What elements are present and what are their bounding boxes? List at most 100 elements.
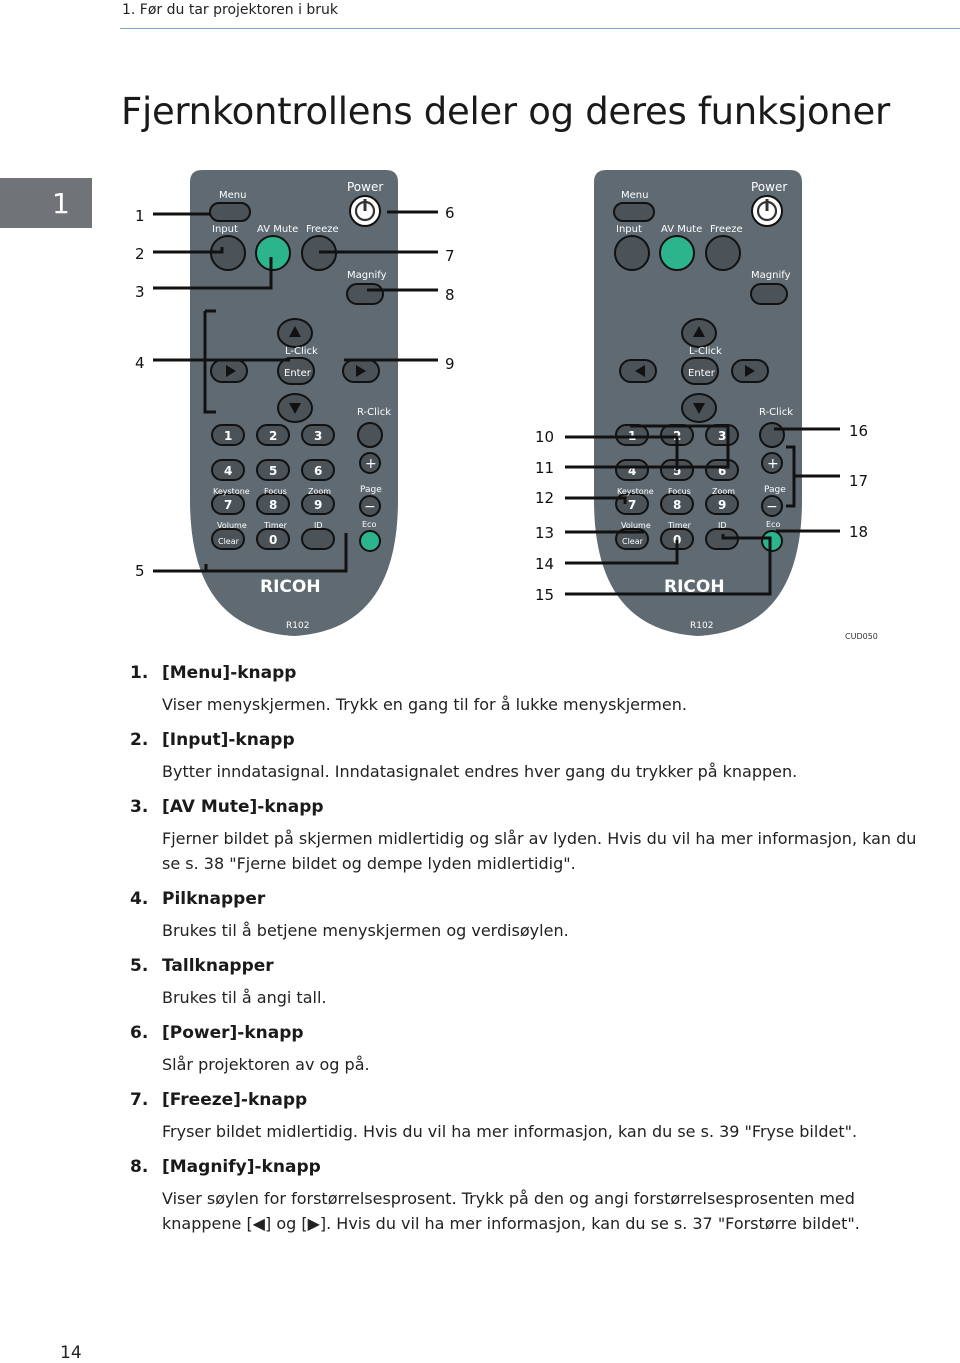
callout-15: 15 [535, 586, 554, 604]
volume-label: Volume [217, 521, 247, 530]
input-label: Input [212, 224, 238, 235]
svg-text:Eco: Eco [766, 520, 780, 529]
svg-text:Freeze: Freeze [710, 224, 743, 235]
power-label: Power [347, 180, 383, 194]
key-8: 8 [269, 498, 277, 512]
enter-label: Enter [284, 368, 312, 379]
id-label: ID [314, 521, 323, 530]
svg-text:Volume: Volume [621, 521, 651, 530]
item-number: 4. [130, 889, 149, 909]
key-1: 1 [224, 429, 232, 443]
callout-13: 13 [535, 524, 554, 542]
remote-left: Menu Power Input AV Mute Freeze Magnify … [190, 170, 398, 636]
magnify-label: Magnify [347, 270, 387, 281]
list-item: 7.[Freeze]-knapp Fryser bildet midlertid… [130, 1087, 930, 1144]
item-number: 2. [130, 730, 149, 750]
svg-text:Input: Input [616, 224, 642, 235]
item-description: Viser menyskjermen. Trykk en gang til fo… [162, 695, 687, 714]
header-divider [120, 28, 960, 29]
callout-8: 8 [445, 286, 455, 304]
key-5: 5 [269, 464, 277, 478]
brand-logo: RICOH [260, 577, 321, 597]
key-6: 6 [314, 464, 322, 478]
zoom-label: Zoom [308, 487, 331, 496]
remote-control-figure: Menu Power Input AV Mute Freeze Magnify … [0, 160, 960, 650]
item-title: Pilknapper [162, 889, 266, 909]
item-description: Brukes til å angi tall. [162, 988, 327, 1007]
callout-2: 2 [135, 245, 145, 263]
svg-text:3: 3 [718, 429, 726, 443]
key-4: 4 [224, 464, 232, 478]
rclick-label: R-Click [357, 407, 391, 418]
svg-text:Enter: Enter [688, 368, 716, 379]
item-number: 6. [130, 1023, 149, 1043]
item-description: Viser søylen for forstørrelsesprosent. T… [162, 1189, 860, 1233]
svg-text:Power: Power [751, 180, 787, 194]
svg-text:RICOH: RICOH [664, 577, 725, 597]
key-3: 3 [314, 429, 322, 443]
menu-label: Menu [219, 190, 246, 201]
svg-text:7: 7 [628, 498, 636, 512]
list-item: 3. [AV Mute]-knapp Fjerner bildet på skje… [130, 794, 930, 876]
item-number: 5. [130, 956, 149, 976]
svg-text:Magnify: Magnify [751, 270, 791, 281]
lclick-label: L-Click [285, 346, 318, 357]
list-item: 8.[Magnify]-knapp Viser søylen for forst… [130, 1154, 930, 1236]
callout-6: 6 [445, 204, 455, 222]
svg-text:Menu: Menu [621, 190, 648, 201]
freeze-label: Freeze [306, 224, 339, 235]
item-number: 3. [130, 797, 149, 817]
figure-code: CUD050 [845, 632, 878, 641]
callout-1: 1 [135, 207, 145, 225]
page-title: Fjernkontrollens deler og deres funksjon… [121, 90, 890, 133]
svg-text:Keystone: Keystone [617, 487, 654, 496]
item-title: [AV Mute]-knapp [162, 797, 324, 817]
item-description: Fjerner bildet på skjermen midlertidig o… [162, 829, 917, 873]
svg-text:Zoom: Zoom [712, 487, 735, 496]
item-description: Slår projektoren av og på. [162, 1055, 370, 1074]
item-title: Tallknapper [162, 956, 274, 976]
list-item: 6. [Power]-knapp Slår projektoren av og p… [130, 1020, 930, 1077]
callout-16: 16 [849, 422, 868, 440]
item-list: 1. [Menu]-knapp Viser menyskjermen. Trykk… [130, 660, 930, 1246]
callout-5: 5 [135, 562, 145, 580]
callout-18: 18 [849, 523, 868, 541]
avmute-label: AV Mute [257, 224, 298, 235]
item-number: 8. [130, 1157, 149, 1177]
list-item: 5. Tallknapper Brukes til å angi tall. [130, 953, 930, 1010]
svg-text:Clear: Clear [622, 537, 644, 546]
callout-3: 3 [135, 283, 145, 301]
list-item: 4. Pilknapper Brukes til å betjene menysk… [130, 886, 930, 943]
svg-text:9: 9 [718, 498, 726, 512]
svg-text:Page: Page [764, 485, 786, 495]
svg-text:5: 5 [673, 464, 681, 478]
item-description: Brukes til å betjene menyskjermen og ver… [162, 921, 569, 940]
key-7: 7 [224, 498, 232, 512]
svg-text:ID: ID [718, 521, 727, 530]
page-number: 14 [60, 1343, 82, 1363]
svg-text:−: − [766, 499, 778, 515]
svg-text:R-Click: R-Click [759, 407, 793, 418]
item-description: Fryser bildet midlertidig. Hvis du vil h… [162, 1122, 858, 1141]
item-title: [Menu]-knapp [162, 663, 297, 683]
callout-11: 11 [535, 459, 554, 477]
item-title: [Power]-knapp [162, 1023, 304, 1043]
eco-label: Eco [362, 520, 376, 529]
minus-label: − [364, 499, 376, 515]
clear-label: Clear [218, 537, 240, 546]
chapter-number: 1 [52, 187, 70, 220]
item-number: 1. [130, 663, 149, 683]
callout-14: 14 [535, 555, 554, 573]
callout-10: 10 [535, 428, 554, 446]
item-description: Bytter inndatasignal. Inndatasignalet en… [162, 762, 798, 781]
svg-text:Timer: Timer [667, 521, 692, 530]
callout-17: 17 [849, 472, 868, 490]
svg-text:6: 6 [718, 464, 726, 478]
item-number: 7. [130, 1090, 149, 1110]
remote-right: Menu Power Input AV Mute Freeze Magnify … [594, 170, 802, 636]
svg-text:AV Mute: AV Mute [661, 224, 702, 235]
callout-4: 4 [135, 354, 145, 372]
list-item: 1. [Menu]-knapp Viser menyskjermen. Trykk… [130, 660, 930, 717]
item-title: [Input]-knapp [162, 730, 295, 750]
key-2: 2 [269, 429, 277, 443]
